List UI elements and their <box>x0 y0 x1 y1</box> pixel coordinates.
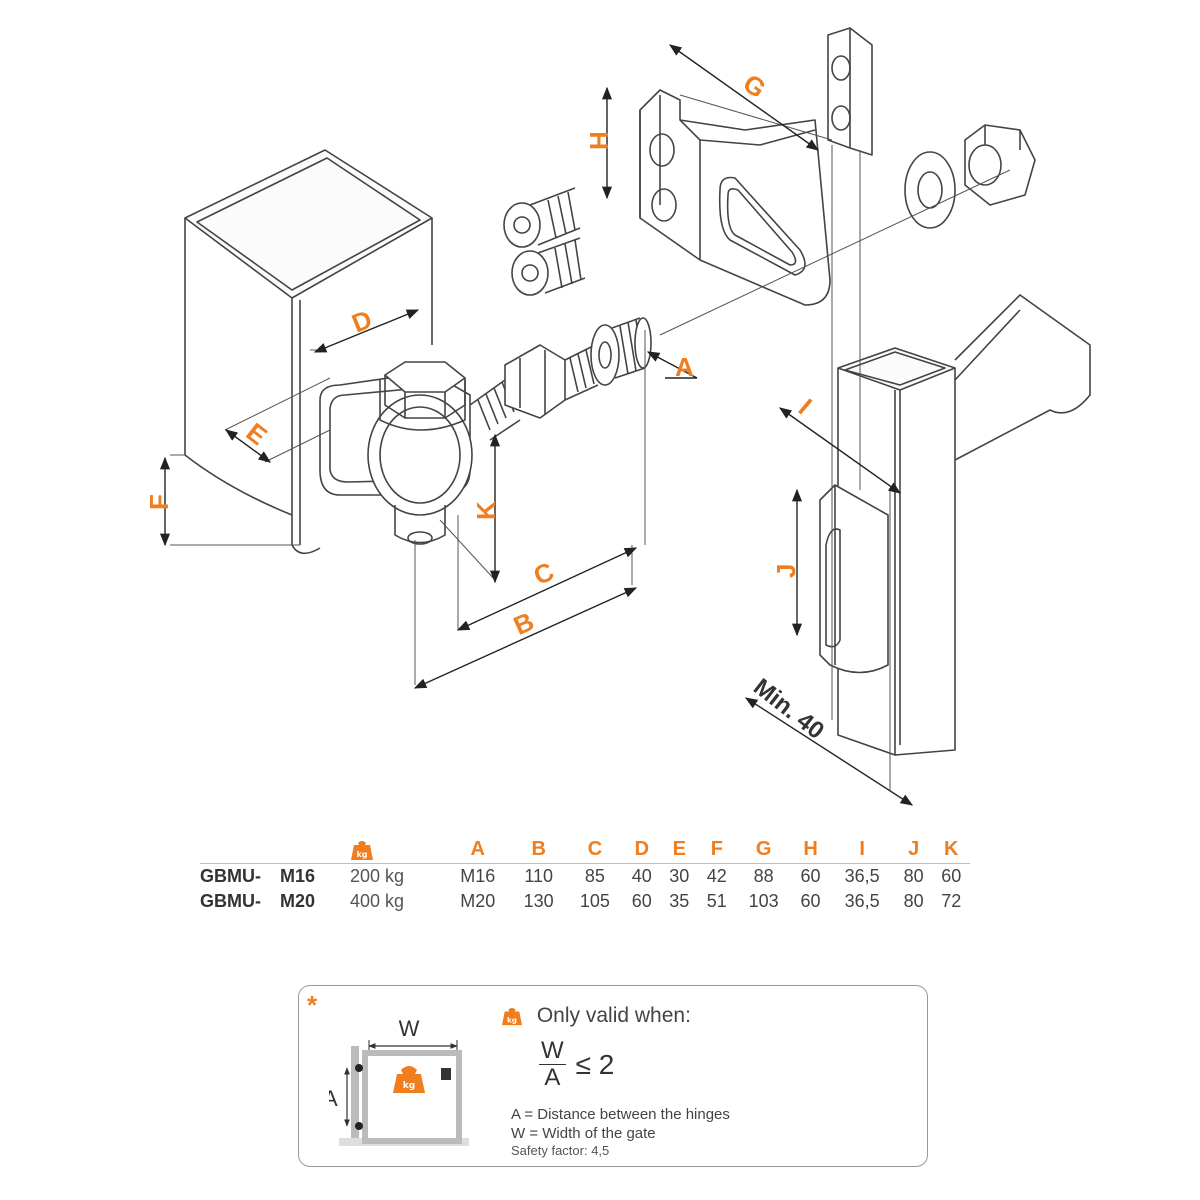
svg-text:kg: kg <box>403 1081 415 1091</box>
safety-factor: Safety factor: 4,5 <box>511 1143 610 1158</box>
cell-b: 110 <box>524 866 554 886</box>
svg-text:kg: kg <box>507 1016 517 1025</box>
dim-line-i <box>778 407 902 494</box>
dim-line-e <box>224 429 272 463</box>
dim-label-d: D <box>347 304 376 339</box>
dim-label-f: F <box>144 494 174 510</box>
dim-label-a: A <box>675 352 694 382</box>
cell-d: 40 <box>631 866 652 886</box>
cell-g: 88 <box>753 866 774 886</box>
threaded-rod <box>469 317 652 441</box>
gate-width-label: W <box>399 1016 420 1041</box>
svg-text:kg: kg <box>356 850 367 859</box>
col-f: F <box>710 838 723 860</box>
cell-h: 60 <box>800 866 821 886</box>
col-k: K <box>943 838 959 860</box>
model-variant: M16 <box>280 866 316 886</box>
cell-j: 80 <box>903 866 924 886</box>
min-40-label: Min. 40 <box>748 673 829 744</box>
col-g: G <box>755 838 772 860</box>
col-e: E <box>672 838 686 860</box>
note-text: kg Only valid when: W A ≤ 2 A = Distance… <box>501 1004 921 1158</box>
dim-label-k: K <box>471 501 501 520</box>
gate-schematic: W A kg <box>329 1016 469 1146</box>
dim-label-e: E <box>241 417 273 451</box>
col-j: J <box>908 838 920 860</box>
hinge-bracket <box>319 361 473 545</box>
note-asterisk: * <box>307 990 318 1020</box>
formula-relation: ≤ 2 <box>575 1048 615 1080</box>
cell-g: 103 <box>748 891 779 911</box>
model-name: GBMU- <box>200 891 261 911</box>
load-capacity: 200 kg <box>350 866 405 886</box>
legend: A = Distance between the hinges W = Widt… <box>511 1105 921 1158</box>
weight-kg-icon: kg <box>502 1008 522 1026</box>
col-d: D <box>634 838 650 860</box>
formula-numerator: W <box>539 1037 566 1065</box>
cell-c: 105 <box>579 891 610 911</box>
dim-label-j: J <box>771 564 801 578</box>
legend-a: A = Distance between the hinges <box>511 1106 730 1123</box>
cell-k: 60 <box>941 866 962 886</box>
gate-frame <box>819 294 1091 756</box>
cell-i: 36,5 <box>844 891 880 911</box>
gate-plate <box>639 89 831 306</box>
dim-line-a <box>646 351 698 379</box>
dim-line-min40 <box>744 697 914 806</box>
latch-icon <box>441 1068 451 1080</box>
hinge-distance-label: A <box>329 1086 338 1111</box>
cell-f: 42 <box>706 866 727 886</box>
legend-w: W = Width of the gate <box>511 1125 656 1142</box>
cell-f: 51 <box>706 891 727 911</box>
cell-h: 60 <box>800 891 821 911</box>
spec-table-header: kg A B C D E F G H I J K <box>200 838 970 864</box>
cell-a: M16 <box>460 866 496 886</box>
cell-k: 72 <box>941 891 962 911</box>
validity-note-box: * W A kg kg Only valid when: W <box>298 985 928 1167</box>
dim-label-h: H <box>584 131 614 150</box>
model-variant: M20 <box>280 891 316 911</box>
model-name: GBMU- <box>200 866 261 886</box>
cell-a: M20 <box>460 891 496 911</box>
col-b: B <box>531 838 546 860</box>
hinge-technical-drawing: A B C D E F G H I J K Min. 40 <box>144 27 1091 806</box>
spec-table: kg A B C D E F G H I J K GBMU- M16 200 k… <box>200 838 970 914</box>
washer-nut <box>904 124 1036 229</box>
nut-plate <box>827 27 873 156</box>
dim-label-b: B <box>509 606 538 641</box>
cell-j: 80 <box>903 891 924 911</box>
formula-denominator: A <box>544 1064 561 1091</box>
col-i: I <box>859 838 865 860</box>
cell-b: 130 <box>523 891 554 911</box>
dim-line-d <box>313 309 420 353</box>
dim-label-g: G <box>738 68 772 104</box>
table-row: GBMU- M20 400 kg M20 130 105 60 35 51 10… <box>200 889 970 914</box>
col-a: A <box>470 838 485 860</box>
socket-bolts <box>503 187 586 296</box>
col-h: H <box>803 838 818 860</box>
dim-line-g <box>668 44 820 151</box>
cell-i: 36,5 <box>844 866 880 886</box>
weight-kg-icon: kg <box>393 1066 425 1093</box>
load-capacity: 400 kg <box>350 891 405 911</box>
dim-label-i: I <box>793 393 818 421</box>
note-title: Only valid when: <box>536 1004 691 1027</box>
cell-e: 30 <box>669 866 690 886</box>
ratio-formula: W A ≤ 2 <box>539 1038 921 1091</box>
cell-e: 35 <box>669 891 690 911</box>
weight-kg-icon: kg <box>350 838 445 864</box>
cell-d: 60 <box>631 891 652 911</box>
col-c: C <box>587 838 603 860</box>
table-row: GBMU- M16 200 kg M16 110 85 40 30 42 88 … <box>200 864 970 890</box>
cell-c: 85 <box>584 866 605 886</box>
dim-line-c <box>456 547 638 631</box>
